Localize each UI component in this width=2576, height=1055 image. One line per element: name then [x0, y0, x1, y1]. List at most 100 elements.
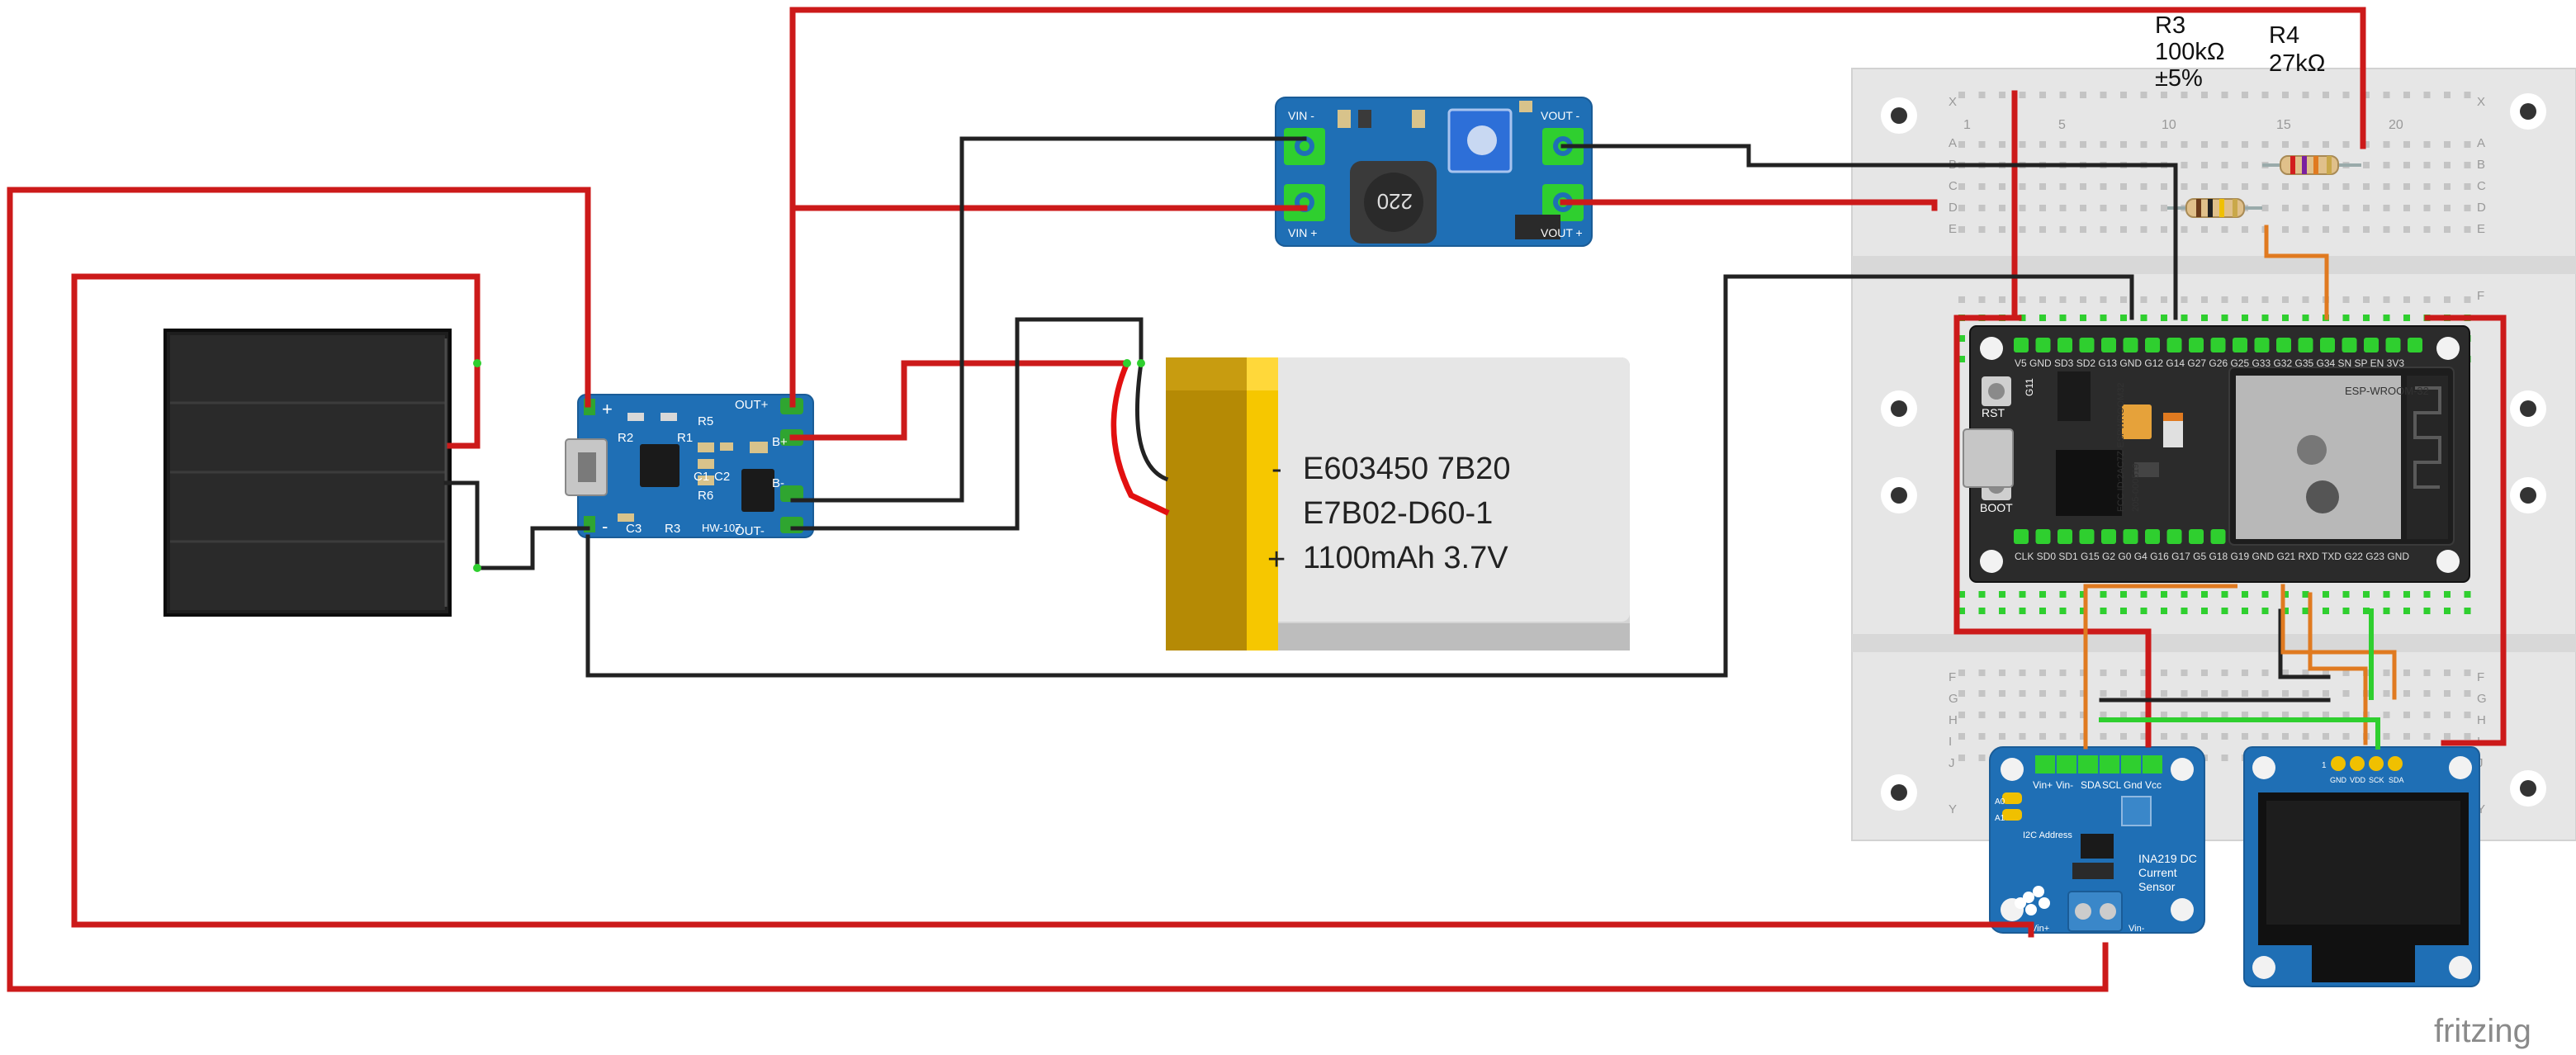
svg-text:B-: B-: [772, 476, 784, 490]
breadboard-hole: [2261, 712, 2269, 718]
breadboard-hole: [2242, 669, 2248, 676]
breadboard-hole: [2221, 690, 2228, 697]
breadboard-hole: [2403, 733, 2410, 740]
breadboard-hole: [2464, 690, 2471, 697]
breadboard-hole: [2080, 608, 2086, 614]
svg-text:R6: R6: [698, 489, 713, 503]
lipo-battery[interactable]: - + E603450 7B20 E7B02-D60-1 1100mAh 3.7…: [1166, 357, 1630, 651]
row-letters: X A B C D E X A B C D E F G H I J Y F F …: [1949, 95, 2487, 816]
micro-usb-port: [1963, 428, 2014, 488]
breadboard-hole: [2140, 141, 2147, 148]
breadboard-hole: [2444, 183, 2451, 190]
breadboard-hole: [1978, 141, 1986, 148]
col-number: 5: [2058, 118, 2066, 132]
svg-text:B+: B+: [772, 435, 788, 449]
breadboard-hole: [2161, 296, 2167, 303]
breadboard-hole: [2039, 712, 2046, 718]
breadboard-hole: [2140, 608, 2147, 614]
breadboard-hole: [2059, 669, 2067, 676]
breadboard-hole: [2080, 712, 2086, 718]
esp32-pin: [2035, 338, 2051, 352]
esp32-top-pin-labels: V5 GND SD3 SD2 G13 GND G12 G14 G27 G26 G…: [2015, 357, 2404, 369]
oled-display[interactable]: 1 GND VDD SCK SDA: [2243, 746, 2480, 987]
svg-text:B: B: [2477, 158, 2485, 172]
breadboard-hole: [2363, 226, 2370, 233]
breadboard-hole: [2403, 608, 2410, 614]
breadboard-hole: [2059, 296, 2067, 303]
r3-tolerance: ±5%: [2155, 65, 2203, 92]
esp32-pin: [2014, 338, 2029, 352]
esp32-pin: [2166, 529, 2182, 544]
breadboard-hole: [1999, 183, 2005, 190]
breadboard-hole: [2383, 733, 2390, 740]
breadboard-hole: [2059, 608, 2067, 614]
esp32-devkit[interactable]: V5 GND SD3 SD2 G13 GND G12 G14 G27 G26 G…: [1963, 325, 2470, 583]
svg-text:E: E: [1949, 222, 1957, 236]
breadboard-hole: [2423, 205, 2431, 211]
breadboard-hole: [2221, 141, 2228, 148]
breadboard-hole: [2019, 183, 2026, 190]
esp32-pin: [2101, 529, 2116, 544]
breadboard-hole: [2302, 92, 2309, 98]
breadboard-hole: [2100, 591, 2107, 598]
resistor-r4[interactable]: [2262, 155, 2361, 175]
breadboard-hole: [2363, 591, 2370, 598]
breadboard-hole: [2423, 296, 2431, 303]
breadboard-hole: [2342, 712, 2350, 718]
breadboard-hole: [2302, 205, 2309, 211]
breadboard-hole: [2019, 733, 2026, 740]
breadboard-hole: [2242, 141, 2248, 148]
breadboard-hole: [2242, 183, 2248, 190]
breadboard-hole: [2100, 608, 2107, 614]
breadboard-hole: [2201, 712, 2208, 718]
breadboard-hole: [2080, 226, 2086, 233]
protection-ic: [741, 469, 774, 512]
svg-text:-: -: [602, 516, 608, 537]
breadboard-hole: [2282, 183, 2289, 190]
boost-converter[interactable]: 220 VIN - VIN + VOUT - VOUT +: [1275, 97, 1593, 247]
breadboard-hole: [2464, 296, 2471, 303]
svg-text:E: E: [2477, 222, 2485, 236]
breadboard-hole: [2444, 591, 2451, 598]
breadboard-hole: [2261, 733, 2269, 740]
svg-text:R2: R2: [618, 431, 633, 445]
wire-black: [2278, 608, 2331, 679]
breadboard-hole: [2464, 591, 2471, 598]
solar-panel[interactable]: [163, 329, 452, 617]
breadboard-hole: [2039, 183, 2046, 190]
breadboard-hole: [2302, 608, 2309, 614]
breadboard-hole: [2261, 296, 2269, 303]
breadboard-hole: [2161, 315, 2167, 321]
breadboard-hole: [2201, 162, 2208, 168]
breadboard-hole: [2423, 669, 2431, 676]
breadboard-hole: [2140, 92, 2147, 98]
svg-text:Vin-: Vin-: [2056, 779, 2073, 791]
svg-text:ESP-WROOM-32: ESP-WROOM-32: [2345, 385, 2429, 397]
ina219-sensor[interactable]: Vin+ Vin- SDA SCL Gnd Vcc A0 A1 I2C Addr…: [1989, 746, 2205, 934]
breadboard-hole: [2403, 591, 2410, 598]
breadboard-hole: [2019, 591, 2026, 598]
svg-text:R1: R1: [677, 431, 693, 445]
breadboard-hole: [2282, 226, 2289, 233]
breadboard-hole: [2039, 226, 2046, 233]
resistor-r3[interactable]: [2167, 198, 2262, 218]
breadboard-hole: [2242, 690, 2248, 697]
breadboard-hole: [2242, 296, 2248, 303]
breadboard-hole: [2019, 712, 2026, 718]
wire-black: [790, 317, 1144, 531]
esp32-pin: [2408, 338, 2422, 352]
esp32-pin: [2145, 529, 2160, 544]
breadboard-hole: [2342, 591, 2350, 598]
svg-text:G: G: [1949, 692, 1958, 706]
svg-text:205-000519: 205-000519: [2131, 463, 2141, 512]
breadboard-hole: [2161, 205, 2167, 211]
breadboard-hole: [2080, 183, 2086, 190]
r4-name: R4: [2269, 22, 2299, 49]
breadboard-hole: [2242, 226, 2248, 233]
breadboard-hole: [2100, 141, 2107, 148]
tp4056-charger[interactable]: + - R2 R1 R5 R6 R3 C1 C2 C3 OUT+ B+ B- O…: [565, 394, 814, 538]
breadboard-hole: [2201, 733, 2208, 740]
breadboard-hole: [1958, 608, 1965, 614]
breadboard-hole: [2161, 92, 2167, 98]
esp32-pin: [2276, 338, 2291, 352]
